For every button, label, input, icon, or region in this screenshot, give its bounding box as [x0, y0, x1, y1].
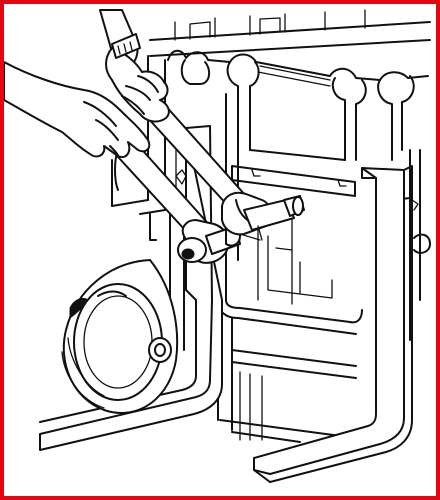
drive-wheel: [61, 259, 179, 414]
wristwatch: [111, 33, 141, 59]
forklift-mast: [111, 9, 431, 443]
fork-tine-right: [253, 165, 413, 483]
left-hand: [3, 61, 151, 158]
